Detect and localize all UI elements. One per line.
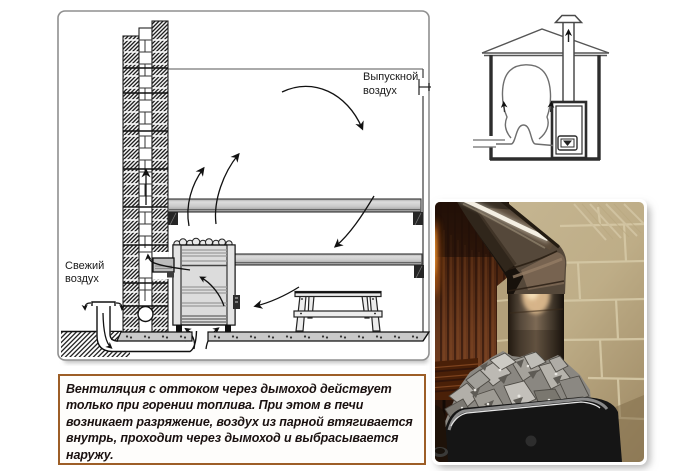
svg-text:Свежий: Свежий (65, 260, 104, 272)
svg-text:воздух: воздух (65, 273, 99, 285)
svg-text:Выпускной: Выпускной (363, 71, 418, 83)
svg-text:воздух: воздух (363, 85, 397, 97)
